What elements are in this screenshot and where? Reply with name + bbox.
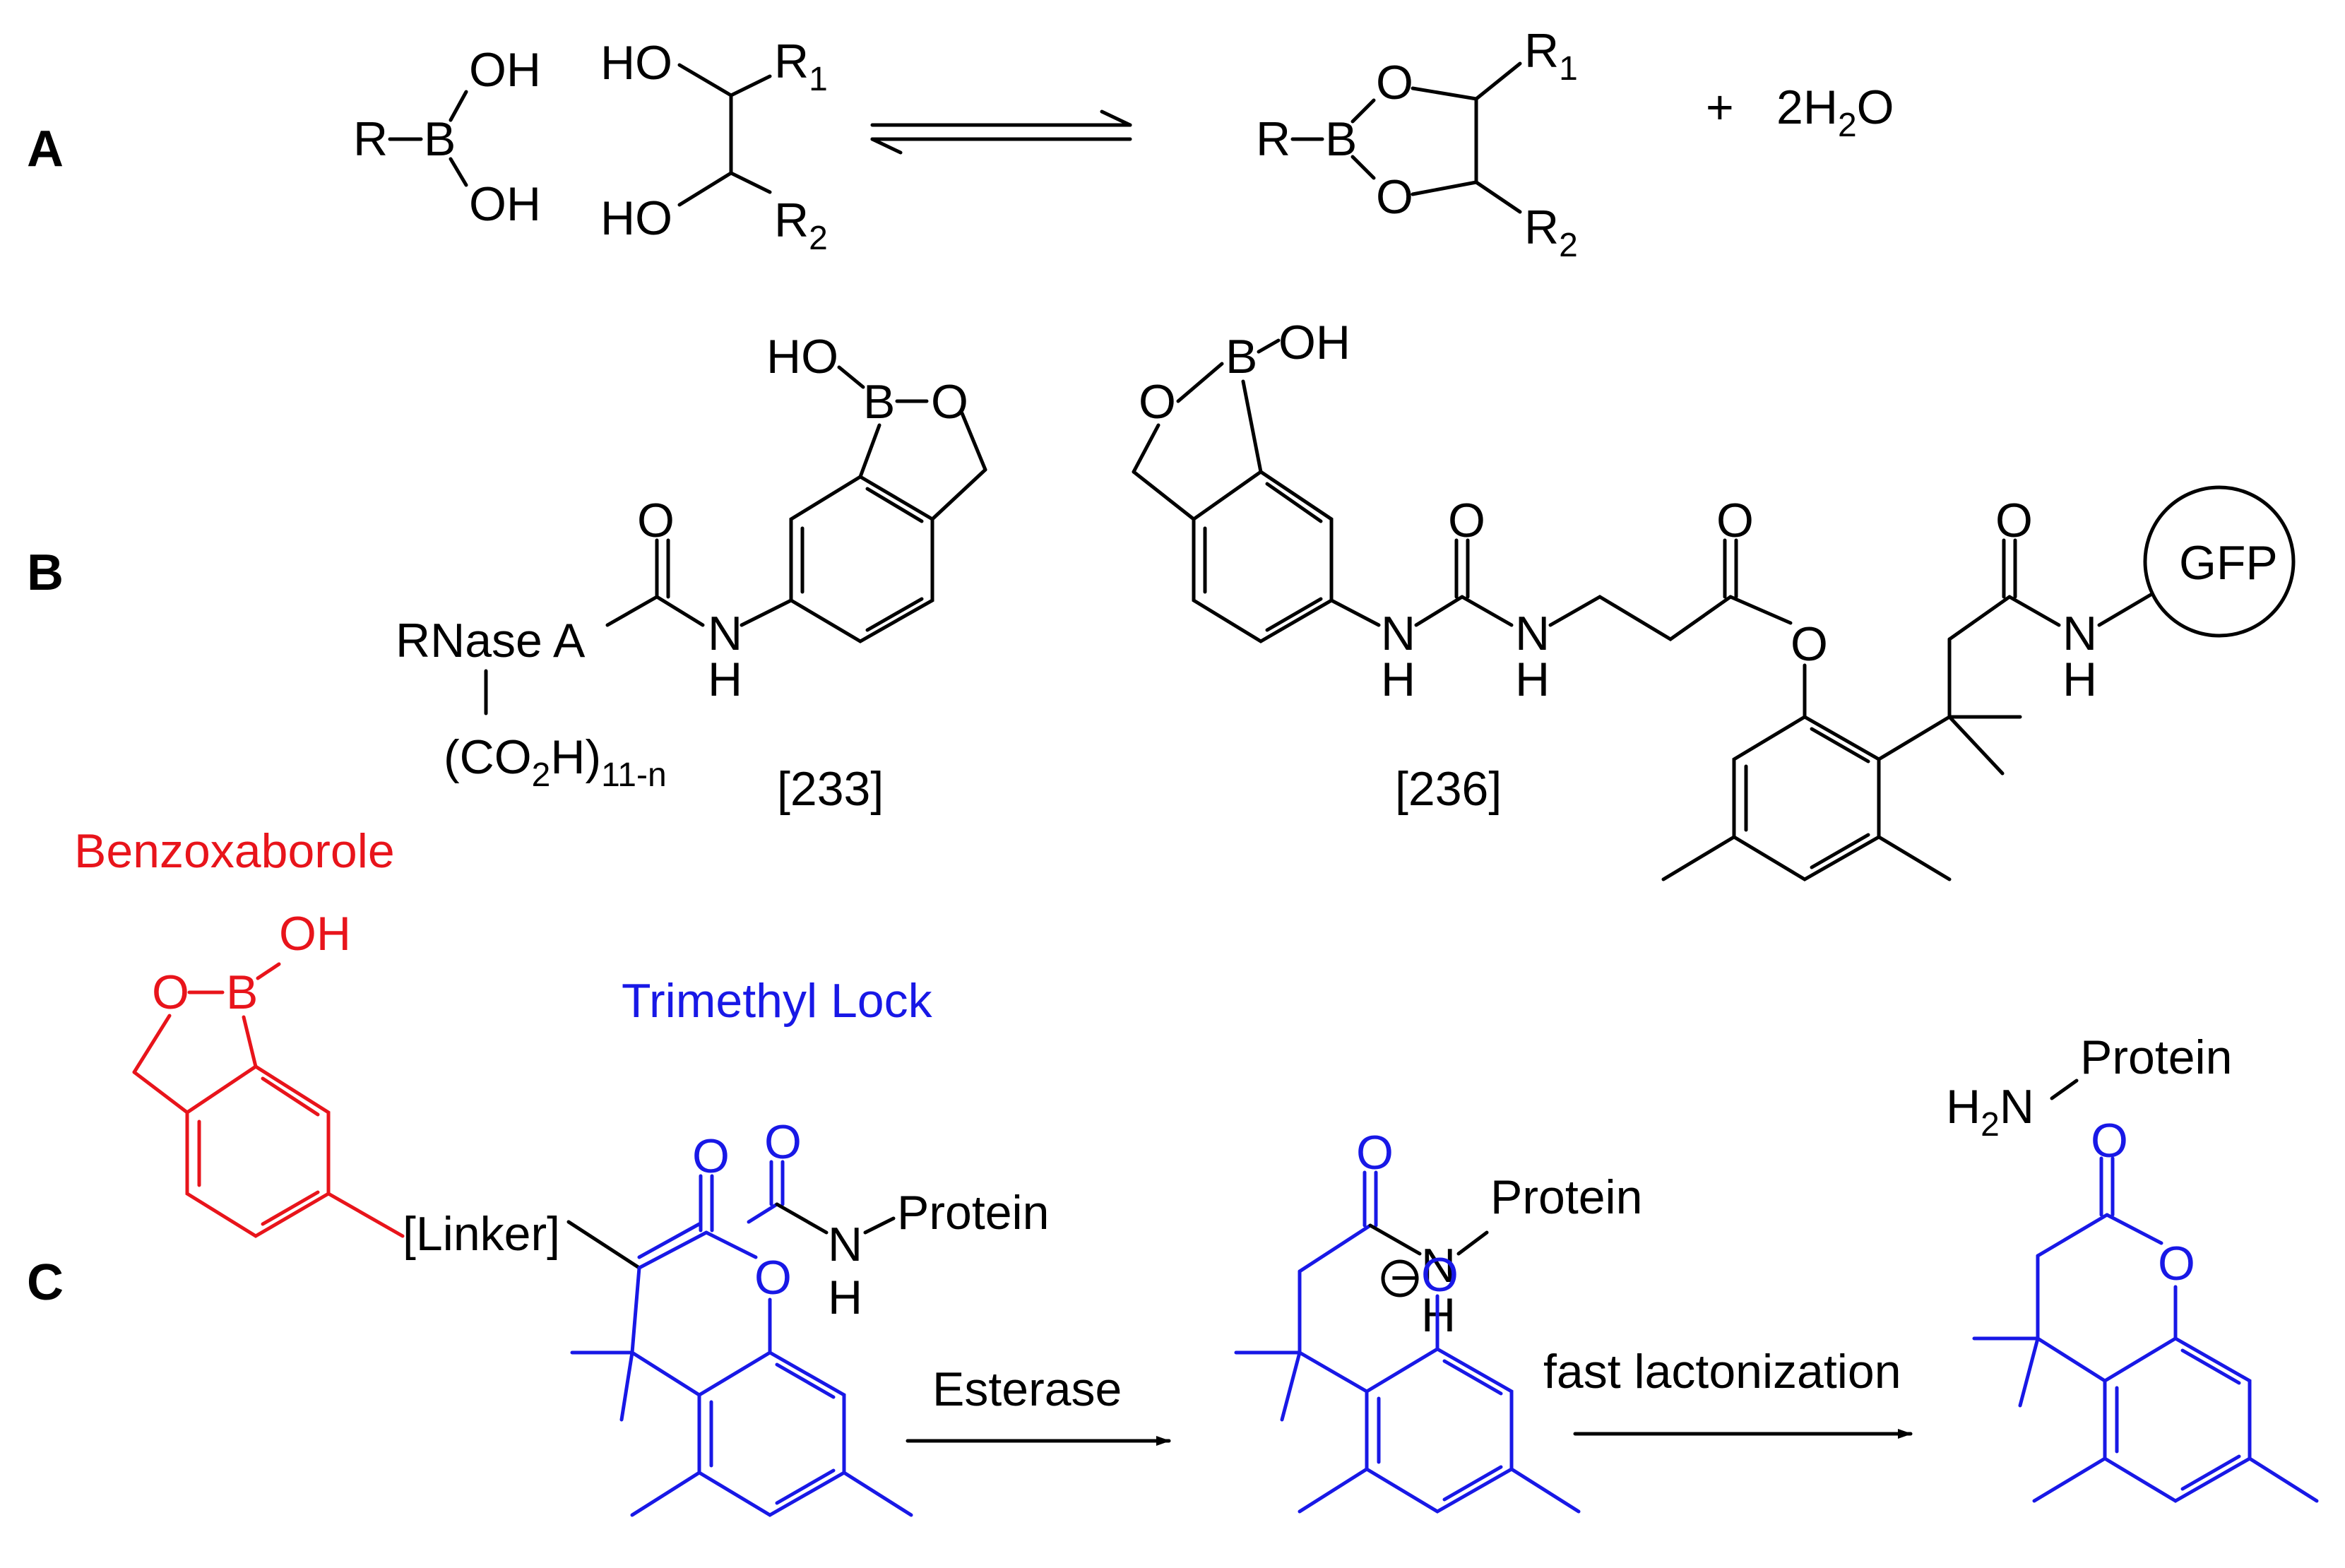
ester-o-top: O xyxy=(1376,56,1413,109)
released-protein: H2N Protein xyxy=(1946,1031,2232,1144)
lactonization-label: fast lactonization xyxy=(1543,1345,1901,1398)
boronate-ester: R B O O R1 R2 xyxy=(1256,24,1578,264)
trimethyl-lock-label: Trimethyl Lock xyxy=(622,974,933,1028)
lactone-ring-o: O xyxy=(2158,1237,2195,1290)
c233-o: O xyxy=(931,375,968,429)
diol-ho-top: HO xyxy=(600,36,672,90)
prodrug: O B OH [Linker] O O xyxy=(132,907,1049,1517)
benzoxaborole-label: Benzoxaborole xyxy=(74,824,395,878)
released-amine: H2N xyxy=(1946,1080,2034,1144)
panel-c-letter: C xyxy=(27,1254,64,1311)
c236-ref: [236] xyxy=(1395,762,1502,816)
c233-carboxyl: (CO2H)11-n xyxy=(444,730,667,794)
boronic-acid-oh-top: OH xyxy=(469,43,541,97)
intermediate-n: N xyxy=(1421,1239,1456,1293)
prodrug-n: N xyxy=(828,1218,862,1271)
panel-c: C Benzoxaborole Trimethyl Lock O B OH [L… xyxy=(27,824,2319,1517)
c236-ester-o-top: O xyxy=(1716,494,1754,547)
c233-ho: HO xyxy=(766,330,838,384)
compound-233: HO B O N H O RNase A (CO2H)11-n [ xyxy=(396,330,987,816)
ester-r1: R1 xyxy=(1524,24,1578,88)
panel-a-letter: A xyxy=(27,121,64,177)
c236-h2: H xyxy=(1515,653,1550,706)
c233-h: H xyxy=(708,653,742,706)
boronic-acid-oh-bottom: OH xyxy=(469,177,541,231)
phenoxide-intermediate: O N H Protein − O xyxy=(1234,1126,1642,1514)
c236-ester-o: O xyxy=(1791,617,1828,671)
lactone-product: O O xyxy=(1972,1114,2319,1503)
prodrug-oh: OH xyxy=(279,907,351,961)
c236-o: O xyxy=(1139,375,1176,429)
water-label: 2H2O xyxy=(1776,81,1894,144)
intermediate-phenoxide-o: O xyxy=(1421,1248,1459,1302)
diol: HO HO R1 R2 xyxy=(600,35,828,257)
prodrug-o: O xyxy=(152,966,189,1019)
gfp-circle xyxy=(2143,485,2296,638)
c236-oh: OH xyxy=(1278,316,1350,369)
prodrug-linker: [Linker] xyxy=(403,1207,560,1261)
diol-r1: R1 xyxy=(774,35,828,98)
prodrug-h: H xyxy=(828,1271,862,1324)
lactone-carbonyl-o: O xyxy=(2091,1114,2128,1168)
boronic-acid: R B OH OH xyxy=(353,43,541,231)
c233-ref: [233] xyxy=(777,762,884,816)
c233-b: B xyxy=(863,375,895,429)
panel-b: B HO B O N H O RNase A xyxy=(27,316,2296,881)
ester-r2: R2 xyxy=(1524,201,1578,264)
ester-o-bottom: O xyxy=(1376,170,1413,224)
ester-r: R xyxy=(1256,112,1290,166)
intermediate-charge: − xyxy=(1390,1251,1418,1305)
c233-rnase-label: RNase A xyxy=(396,614,586,667)
compound-236: O B OH N H O N H O xyxy=(1132,316,2296,881)
boronic-acid-r: R xyxy=(353,112,388,166)
c236-amide-o: O xyxy=(1995,494,2033,547)
c233-n: N xyxy=(708,607,742,660)
intermediate-amide-o: O xyxy=(1356,1126,1394,1180)
c236-n1: N xyxy=(1381,607,1415,660)
prodrug-b: B xyxy=(226,966,258,1019)
panel-a: A R B OH OH HO HO R1 R2 xyxy=(27,24,1894,264)
c236-n2: N xyxy=(1515,607,1550,660)
prodrug-protein: Protein xyxy=(897,1186,1049,1240)
lactonization-step: fast lactonization xyxy=(1543,1345,1913,1439)
diol-ho-bottom: HO xyxy=(600,191,672,245)
c236-h1: H xyxy=(1381,653,1415,706)
negative-charge-circle xyxy=(1381,1259,1419,1297)
c236-h3: H xyxy=(2062,653,2097,706)
c236-urea-o: O xyxy=(1448,494,1485,547)
esterase-label: Esterase xyxy=(932,1362,1122,1416)
c236-gfp: GFP xyxy=(2179,536,2278,590)
plus-sign: + xyxy=(1706,81,1734,134)
prodrug-amide-o: O xyxy=(764,1115,802,1169)
released-protein-label: Protein xyxy=(2080,1031,2232,1084)
c236-n3: N xyxy=(2062,607,2097,660)
prodrug-ester-o: O xyxy=(754,1251,792,1305)
diol-r2: R2 xyxy=(774,194,828,257)
prodrug-ester-o-top: O xyxy=(692,1129,730,1183)
equilibrium-arrow xyxy=(870,109,1132,155)
c233-carbonyl-o: O xyxy=(637,494,675,547)
panel-b-letter: B xyxy=(27,545,64,601)
esterase-step: Esterase xyxy=(906,1362,1171,1446)
intermediate-protein: Protein xyxy=(1490,1170,1642,1224)
water-byproduct: + 2H2O xyxy=(1706,81,1894,144)
c236-b: B xyxy=(1225,330,1257,384)
